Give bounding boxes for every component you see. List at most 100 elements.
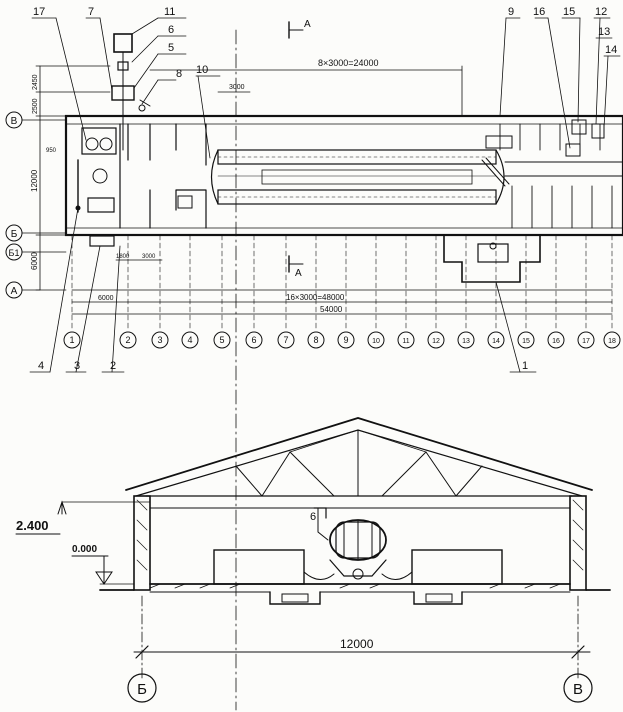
column-axis-bubble	[517, 331, 535, 349]
callout-2: 2	[110, 360, 116, 372]
column-axis-bubble	[181, 331, 199, 349]
feed-conveyor	[210, 149, 510, 205]
callout-11: 11	[164, 6, 175, 18]
column-axis-label: 8	[313, 335, 318, 345]
roof-truss	[125, 417, 593, 497]
callout-10: 10	[196, 64, 208, 76]
section-axis-right: В	[573, 681, 583, 698]
column-axis-label: 15	[522, 338, 530, 345]
callout-17: 17	[33, 6, 45, 18]
dim-3000-low: 3000	[142, 254, 156, 260]
span-label: 12000	[340, 637, 374, 651]
column-axis-label: 4	[187, 335, 192, 345]
feed-mixer	[313, 507, 387, 580]
column-axis-bubble	[397, 331, 415, 349]
column-axis-label: 9	[343, 335, 348, 345]
row-axis-B: Б	[11, 229, 18, 240]
bottom-dimensions: 6000 16×3000=48000 54000	[71, 289, 613, 315]
callout-13: 13	[598, 26, 610, 38]
column-axis-bubble	[337, 331, 355, 349]
row-axis-markers: В Б Б1 А	[5, 111, 67, 299]
callout-8: 8	[176, 68, 182, 80]
callout-1: 1	[522, 360, 528, 372]
column-axis-label: 13	[462, 338, 470, 345]
column-axis-bubble	[245, 331, 263, 349]
column-axis-bubble	[427, 331, 445, 349]
callout-12: 12	[595, 6, 607, 18]
column-axis-label: 11	[402, 338, 409, 345]
column-axis-label: 10	[372, 338, 380, 345]
dim-950: 950	[46, 148, 57, 154]
section-view: 6 2.400 0.000 12000 Б В	[15, 417, 611, 703]
bottom-annex	[443, 234, 541, 283]
callout-5: 5	[168, 42, 174, 54]
dim-bottom-span: 16×3000=48000	[286, 293, 345, 302]
column-axis-label: 14	[492, 338, 500, 345]
column-grid	[71, 234, 613, 331]
column-axis-label: 18	[608, 338, 616, 345]
column-axis-bubble	[307, 331, 325, 349]
callout-9: 9	[508, 6, 514, 18]
plan-view: 8×3000=24000 3000 A A	[5, 6, 623, 711]
column-axis-label: 16	[552, 338, 560, 345]
dim-top-span: 8×3000=24000	[318, 58, 379, 68]
dim-left-6000: 6000	[30, 252, 39, 270]
callout-4: 4	[38, 360, 44, 372]
level-top-label: 2.400	[16, 518, 49, 533]
column-axis-label: 7	[283, 335, 288, 345]
callout-15: 15	[563, 6, 575, 18]
dim-left-12000: 12000	[30, 169, 39, 192]
floor-and-ground	[99, 583, 611, 605]
section-callout-6: 6	[310, 511, 316, 523]
section-axis-markers: Б В	[127, 673, 593, 703]
feeders	[213, 549, 503, 585]
column-axis-label: 6	[251, 335, 256, 345]
level-zero-label: 0.000	[72, 544, 97, 555]
callout-16: 16	[533, 6, 545, 18]
level-marks: 2.400 0.000	[15, 500, 151, 585]
dim-left-2450: 2450	[32, 74, 39, 90]
plan-callouts: 17 7 11 6 5 8 10 9 16 15 12 13 14	[29, 6, 621, 373]
section-axis-left: Б	[137, 681, 147, 698]
callout-3: 3	[74, 360, 80, 372]
column-axis-label: 1	[69, 335, 74, 345]
column-axis-label: 3	[157, 335, 162, 345]
column-axis-bubble	[63, 331, 81, 349]
left-dimensions: 2450 2500 12000 6000 950 1800 3000	[30, 65, 163, 291]
building-outline	[64, 114, 623, 237]
right-equipment	[485, 119, 605, 157]
column-axis-label: 17	[582, 338, 590, 345]
column-axis-bubble	[119, 331, 137, 349]
interior-partitions	[119, 123, 207, 229]
callout-7: 7	[88, 6, 94, 18]
callout-14: 14	[605, 44, 617, 56]
dim-left-2500: 2500	[32, 98, 39, 114]
left-equipment	[75, 33, 193, 247]
row-axis-B1: Б1	[9, 248, 20, 258]
column-axis-bubble	[367, 331, 385, 349]
column-axis-label: 12	[432, 338, 440, 345]
column-axis-bubble	[577, 331, 595, 349]
dim-1800: 1800	[116, 254, 130, 260]
section-mark-bottom: A	[288, 255, 304, 279]
row-axis-V: В	[11, 116, 18, 127]
row-axis-A: А	[11, 286, 18, 297]
stall-bays	[499, 123, 623, 229]
column-axis-bubble	[213, 331, 231, 349]
dim-6000-low: 6000	[98, 295, 114, 302]
span-dimension: 12000	[133, 595, 591, 681]
column-axis-bubble	[487, 331, 505, 349]
callout-6: 6	[168, 24, 174, 36]
section-mark-top: A	[288, 19, 311, 39]
column-axis-bubble	[457, 331, 475, 349]
column-axis-bubble	[277, 331, 295, 349]
column-axis-label: 5	[219, 335, 224, 345]
walls	[133, 495, 587, 591]
column-axis-label: 2	[125, 335, 130, 345]
section-mark-bottom-label: A	[295, 268, 302, 279]
column-axis-bubble	[151, 331, 169, 349]
column-axis-bubble	[603, 331, 621, 349]
